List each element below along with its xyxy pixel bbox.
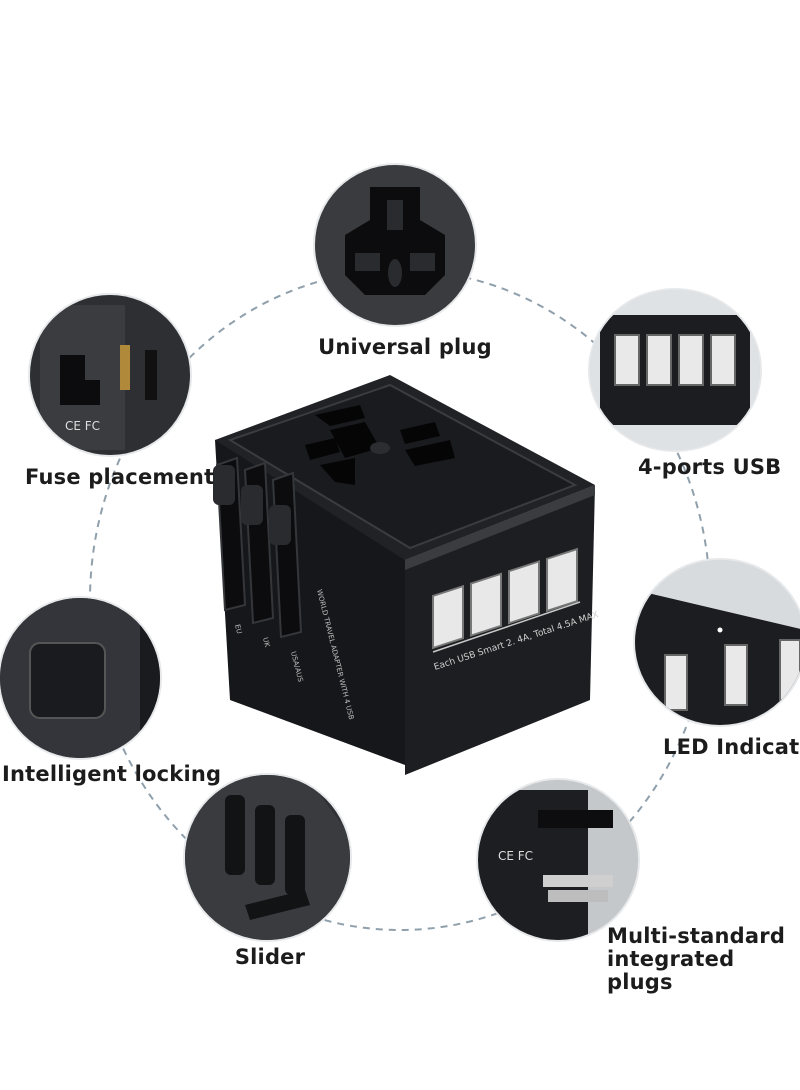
svg-text:CE FC: CE FC <box>65 419 100 433</box>
label-four-ports-usb: 4-ports USB <box>638 455 782 479</box>
label-multi-standard-line2: integrated plugs <box>607 947 735 994</box>
usb-ports <box>432 547 578 650</box>
label-slider: Slider <box>234 945 306 969</box>
lock-button-icon <box>0 598 160 758</box>
top-socket-icon <box>305 405 455 485</box>
led-indicator-icon <box>635 560 800 725</box>
slot-label-uk: UK <box>261 637 271 649</box>
slot-label-eu: EU <box>233 624 243 635</box>
label-intelligent-locking: Intelligent locking <box>2 762 222 786</box>
label-led-indicator: LED Indicator <box>663 735 800 759</box>
slider-knobs <box>213 465 291 545</box>
svg-text:CE FC: CE FC <box>498 849 533 863</box>
label-multi-standard-line1: Multi-standard <box>607 924 786 948</box>
plug-prongs-icon: CE FC <box>478 780 638 940</box>
usb-ports-icon <box>590 290 760 450</box>
fuse-panel-icon: CE FC <box>30 295 190 455</box>
label-universal-plug: Universal plug <box>318 335 492 359</box>
slider-icon <box>185 775 350 940</box>
label-fuse-placement: Fuse placement <box>25 465 215 489</box>
travel-adapter-image: Each USB Smart 2. 4A, Total 4.5A MAX WOR… <box>213 375 600 775</box>
universal-socket-icon <box>315 165 475 325</box>
label-multi-standard: Multi-standard integrated plugs <box>607 925 800 994</box>
